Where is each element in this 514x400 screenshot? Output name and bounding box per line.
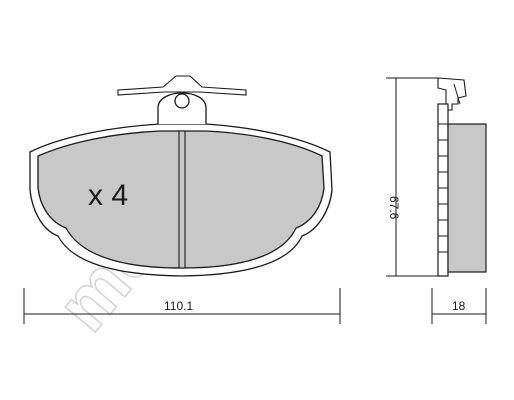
thickness-label: 18	[452, 299, 466, 313]
height-label: 67.6	[387, 196, 401, 220]
spring-wire	[117, 75, 247, 96]
front-view: x 4	[29, 75, 333, 277]
height-dimension: 67.6	[386, 77, 438, 277]
side-backing-plate	[437, 103, 449, 277]
width-dimension: 110.1	[23, 288, 341, 324]
side-clip-line	[453, 83, 461, 105]
quantity-label: x 4	[88, 179, 128, 212]
thickness-dimension: 18	[431, 288, 487, 324]
side-serrations	[438, 123, 448, 253]
side-view	[437, 77, 487, 277]
wear-slot	[178, 130, 186, 269]
mounting-hole	[174, 93, 190, 109]
width-label: 110.1	[164, 299, 193, 313]
side-friction-block	[447, 123, 487, 273]
side-clip	[437, 77, 467, 111]
